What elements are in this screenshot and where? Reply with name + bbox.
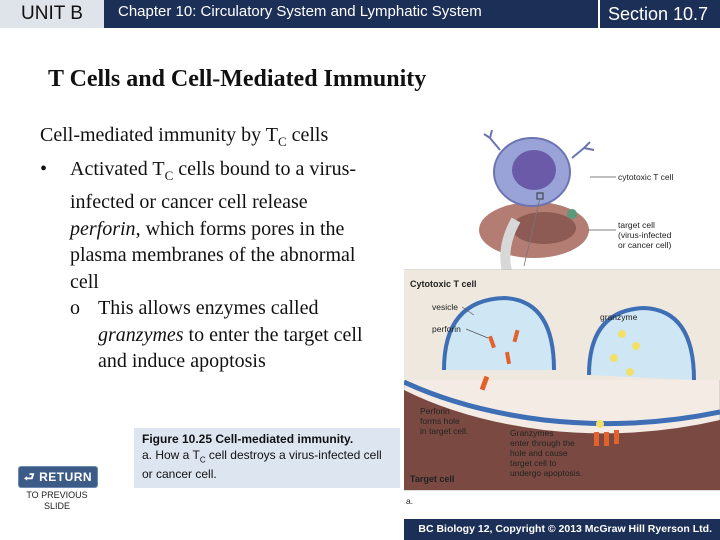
unit-label: UNIT B bbox=[0, 0, 104, 28]
granzyme-particle bbox=[610, 354, 618, 362]
granzyme-note-2: enter through the bbox=[510, 438, 575, 448]
granzyme-note-3: hole and cause bbox=[510, 448, 568, 458]
receptor-left-icon bbox=[483, 129, 501, 151]
perforin-note-2: forms hole bbox=[420, 416, 460, 426]
target-cell-region bbox=[404, 390, 720, 490]
slide-body: Cell-mediated immunity by TC cells •Acti… bbox=[40, 122, 380, 375]
label-vesicle: vesicle bbox=[432, 302, 458, 312]
slide-title: T Cells and Cell-Mediated Immunity bbox=[48, 66, 427, 92]
caption-title: Figure 10.25 Cell-mediated immunity. bbox=[142, 432, 354, 446]
zoom-line bbox=[523, 197, 541, 267]
panel-letter: a. bbox=[406, 496, 413, 506]
chapter-title: Chapter 10: Circulatory System and Lymph… bbox=[118, 3, 482, 20]
detail-panel: Cytotoxic T cell vesicle perforin granzy… bbox=[402, 269, 720, 491]
bullet2-text-end: to enter the target cell and induce apop… bbox=[98, 323, 363, 373]
perforin-molecule bbox=[479, 375, 490, 391]
leader-line-vesicle bbox=[461, 306, 475, 316]
label-perforin: perforin bbox=[432, 324, 461, 334]
bullet-level-2: o This allows enzymes called granzymes to… bbox=[40, 295, 380, 375]
bullet-level-1: • Activated TC cells bound to a virus-inf… bbox=[40, 156, 380, 296]
granzyme-particle bbox=[632, 342, 640, 350]
lead-text-end: cells bbox=[286, 124, 329, 146]
bullet2-text-start: This allows enzymes called bbox=[98, 297, 319, 319]
label-target-cell-box: Target cell bbox=[410, 474, 454, 484]
figure-caption: Figure 10.25 Cell-mediated immunity. a. … bbox=[134, 428, 400, 488]
bullet1-text-middle: cells bound to a virus-infected or cance… bbox=[70, 157, 357, 214]
label-cytotoxic-t-cell: cytotoxic T cell bbox=[618, 172, 674, 182]
bullet1-subscript: C bbox=[164, 167, 174, 183]
perforin-pore bbox=[604, 432, 609, 446]
perforin-note-3: in target cell. bbox=[420, 426, 468, 436]
t-cell-nucleus bbox=[512, 150, 556, 190]
label-granzyme: granzyme bbox=[600, 312, 638, 322]
overview-illustration: cytotoxic T cell target cell (virus-infe… bbox=[479, 129, 674, 288]
sub-bullet-marker: o bbox=[70, 297, 80, 319]
cell-mediated-immunity-diagram: cytotoxic T cell target cell (virus-infe… bbox=[402, 129, 720, 506]
bullet1-italic-term: perforin bbox=[70, 217, 136, 240]
return-arrow-icon: ⮐ bbox=[23, 470, 36, 484]
granzyme-note-1: Granzymes bbox=[510, 428, 553, 438]
granzyme-note-5: undergo apoptosis. bbox=[510, 468, 582, 478]
lead-text: Cell-mediated immunity by T bbox=[40, 124, 278, 146]
label-target-cell-3: or cancer cell) bbox=[618, 240, 672, 250]
bullet2-italic-term: granzymes bbox=[98, 323, 184, 346]
caption-subscript: C bbox=[199, 454, 206, 464]
granzyme-particle bbox=[618, 330, 626, 338]
return-label: RETURN bbox=[39, 470, 93, 484]
perforin-molecule bbox=[504, 351, 512, 365]
t-cell-membrane bbox=[402, 379, 720, 427]
caption-text-start: a. How a T bbox=[142, 447, 200, 462]
figure-illustration: cytotoxic T cell target cell (virus-infe… bbox=[402, 120, 720, 520]
caption-text-end: cell destroys a virus-infected cell or c… bbox=[142, 447, 382, 482]
label-cytotoxic-t-cell-box: Cytotoxic T cell bbox=[410, 279, 477, 289]
header-bar: UNIT B Chapter 10: Circulatory System an… bbox=[0, 0, 720, 28]
granzyme-particle bbox=[626, 368, 634, 376]
lead-subscript: C bbox=[277, 134, 287, 149]
granzyme-particle bbox=[596, 420, 604, 428]
receptor-right-icon bbox=[571, 141, 595, 159]
leader-line-perforin bbox=[465, 328, 489, 339]
bullet1-text-end: , which forms pores in the plasma membra… bbox=[70, 217, 356, 293]
bullet1-text-start: Activated T bbox=[70, 157, 165, 180]
perforin-pore bbox=[594, 432, 599, 446]
granzyme-note-4: target cell to bbox=[510, 458, 557, 468]
bullet-marker: • bbox=[40, 157, 48, 180]
vesicle-left bbox=[442, 295, 556, 371]
return-button[interactable]: ⮐ RETURN bbox=[18, 466, 98, 488]
return-subtext: TO PREVIOUS SLIDE bbox=[26, 490, 88, 511]
perforin-pore bbox=[614, 430, 619, 444]
virus-particle bbox=[567, 209, 577, 219]
target-cell-nucleus bbox=[512, 212, 576, 244]
perforin-molecule bbox=[512, 329, 520, 343]
lead-line: Cell-mediated immunity by TC cells bbox=[40, 122, 380, 156]
label-target-cell-1: target cell bbox=[618, 220, 655, 230]
perforin-molecule bbox=[488, 335, 496, 349]
label-target-cell-2: (virus-infected bbox=[618, 230, 672, 240]
perforin-note-1: Perforin bbox=[420, 406, 450, 416]
copyright-footer: BC Biology 12, Copyright © 2013 McGraw H… bbox=[404, 519, 720, 540]
vesicle-right bbox=[587, 305, 696, 381]
section-label: Section 10.7 bbox=[598, 0, 720, 28]
